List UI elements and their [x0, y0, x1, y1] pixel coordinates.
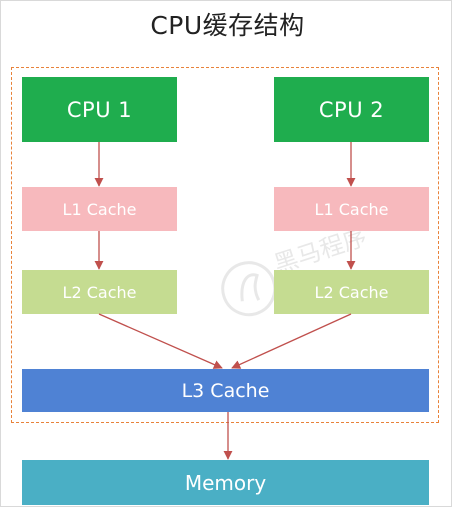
l2-cache-right-node: L2 Cache: [274, 270, 429, 314]
cpu-2-node: CPU 2: [274, 77, 429, 142]
diagram-title: CPU缓存结构: [150, 11, 305, 40]
l3-cache-node: L3 Cache: [22, 369, 429, 412]
l1-cache-right-node: L1 Cache: [274, 187, 429, 231]
l1-cache-left-node: L1 Cache: [22, 187, 177, 231]
memory-node: Memory: [22, 460, 429, 505]
cpu-1-node: CPU 1: [22, 77, 177, 142]
l2-cache-left-node: L2 Cache: [22, 270, 177, 314]
cpu-cache-group-boundary: [11, 67, 439, 423]
